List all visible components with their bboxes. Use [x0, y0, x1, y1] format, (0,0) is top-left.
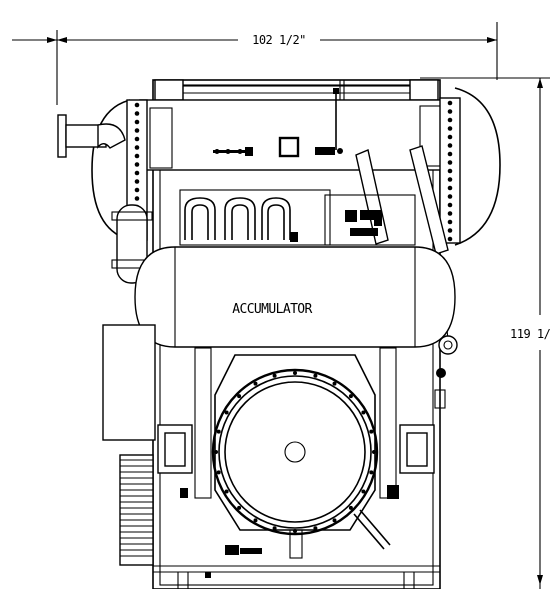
condenser-vessel [91, 87, 501, 246]
motor-box [102, 324, 156, 566]
compressor-bolts [214, 371, 376, 533]
valve-cluster [290, 210, 382, 242]
bottom-piping [180, 485, 399, 578]
compressor [157, 347, 435, 536]
accumulator-label: ACCUMULATOR [232, 302, 312, 317]
left-receiver [111, 204, 153, 284]
width-dimension: 102 1/2" [12, 22, 498, 105]
right-fittings [434, 335, 458, 409]
u-tube-coils [179, 189, 416, 246]
accumulator: ACCUMULATOR [134, 246, 456, 348]
left-nozzle [57, 114, 126, 158]
motor-fins [120, 459, 153, 557]
width-dimension-label: 102 1/2" [252, 33, 306, 47]
height-dimension: 119 1/2 [420, 77, 550, 589]
height-dimension-label: 119 1/2 [510, 327, 550, 341]
